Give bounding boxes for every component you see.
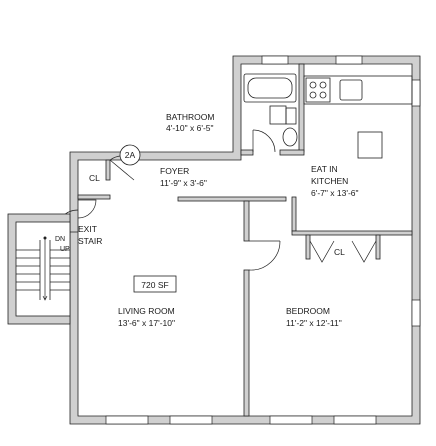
foyer-dims: 11'-9" x 3'-6" bbox=[160, 178, 207, 188]
kitchen-name-2: KITCHEN bbox=[311, 176, 348, 186]
windows bbox=[105, 55, 421, 425]
bathroom-dims: 4'-10" x 6'-5" bbox=[166, 123, 214, 133]
bedroom-name: BEDROOM bbox=[286, 306, 330, 316]
toilet bbox=[282, 127, 298, 147]
living-name: LIVING ROOM bbox=[118, 306, 175, 316]
window-living-1 bbox=[105, 415, 149, 425]
window-bedroom-side bbox=[411, 299, 421, 327]
bedroom-closet-door-right bbox=[351, 240, 377, 263]
interior-walls bbox=[77, 63, 413, 417]
exterior-walls bbox=[69, 55, 421, 425]
bedroom-closet-door-left bbox=[309, 240, 335, 263]
unit-number: 2A bbox=[125, 150, 136, 160]
area-box bbox=[133, 275, 177, 293]
kitchen-dims: 6'-7" x 13'-6" bbox=[311, 188, 359, 198]
bedroom-door bbox=[248, 240, 281, 271]
bedroom-dims: 11'-2" x 12'-11" bbox=[286, 318, 342, 328]
window-kitchen-side bbox=[411, 79, 421, 107]
sink-bath bbox=[269, 105, 287, 125]
bedroom-closet-label: CL bbox=[334, 247, 345, 257]
bathtub bbox=[243, 73, 297, 103]
bathroom-name: BATHROOM bbox=[166, 112, 214, 122]
bathroom-fixtures bbox=[243, 73, 298, 147]
exit-stair bbox=[7, 213, 71, 325]
kitchen-name-1: EAT IN bbox=[311, 164, 338, 174]
living-dims: 13'-6" x 17'-10" bbox=[118, 318, 175, 328]
stair-dn: DN bbox=[55, 236, 65, 243]
window-bedroom-1 bbox=[269, 415, 313, 425]
window-bedroom-2 bbox=[333, 415, 377, 425]
stair-label-2: STAIR bbox=[78, 236, 102, 246]
stair-label-1: EXIT bbox=[78, 224, 97, 234]
labels: BATHROOM 4'-10" x 6'-5" 2A FOYER 11'-9" … bbox=[55, 112, 359, 328]
foyer-closet-label: CL bbox=[89, 173, 100, 183]
window-living-2 bbox=[169, 415, 213, 425]
foyer-name: FOYER bbox=[160, 166, 189, 176]
window-bath bbox=[261, 55, 289, 65]
foyer-closet-door bbox=[77, 199, 97, 219]
window-kitchen bbox=[335, 55, 363, 65]
kitchen-fixtures bbox=[303, 75, 413, 159]
stove bbox=[305, 77, 331, 103]
counter bbox=[303, 75, 413, 105]
area-label: 720 SF bbox=[141, 280, 168, 290]
fridge bbox=[357, 131, 383, 159]
stair-up: UP bbox=[60, 246, 70, 253]
unit-number-badge bbox=[119, 144, 141, 166]
kitchen-sink bbox=[339, 79, 363, 101]
bathroom-door bbox=[252, 129, 276, 153]
